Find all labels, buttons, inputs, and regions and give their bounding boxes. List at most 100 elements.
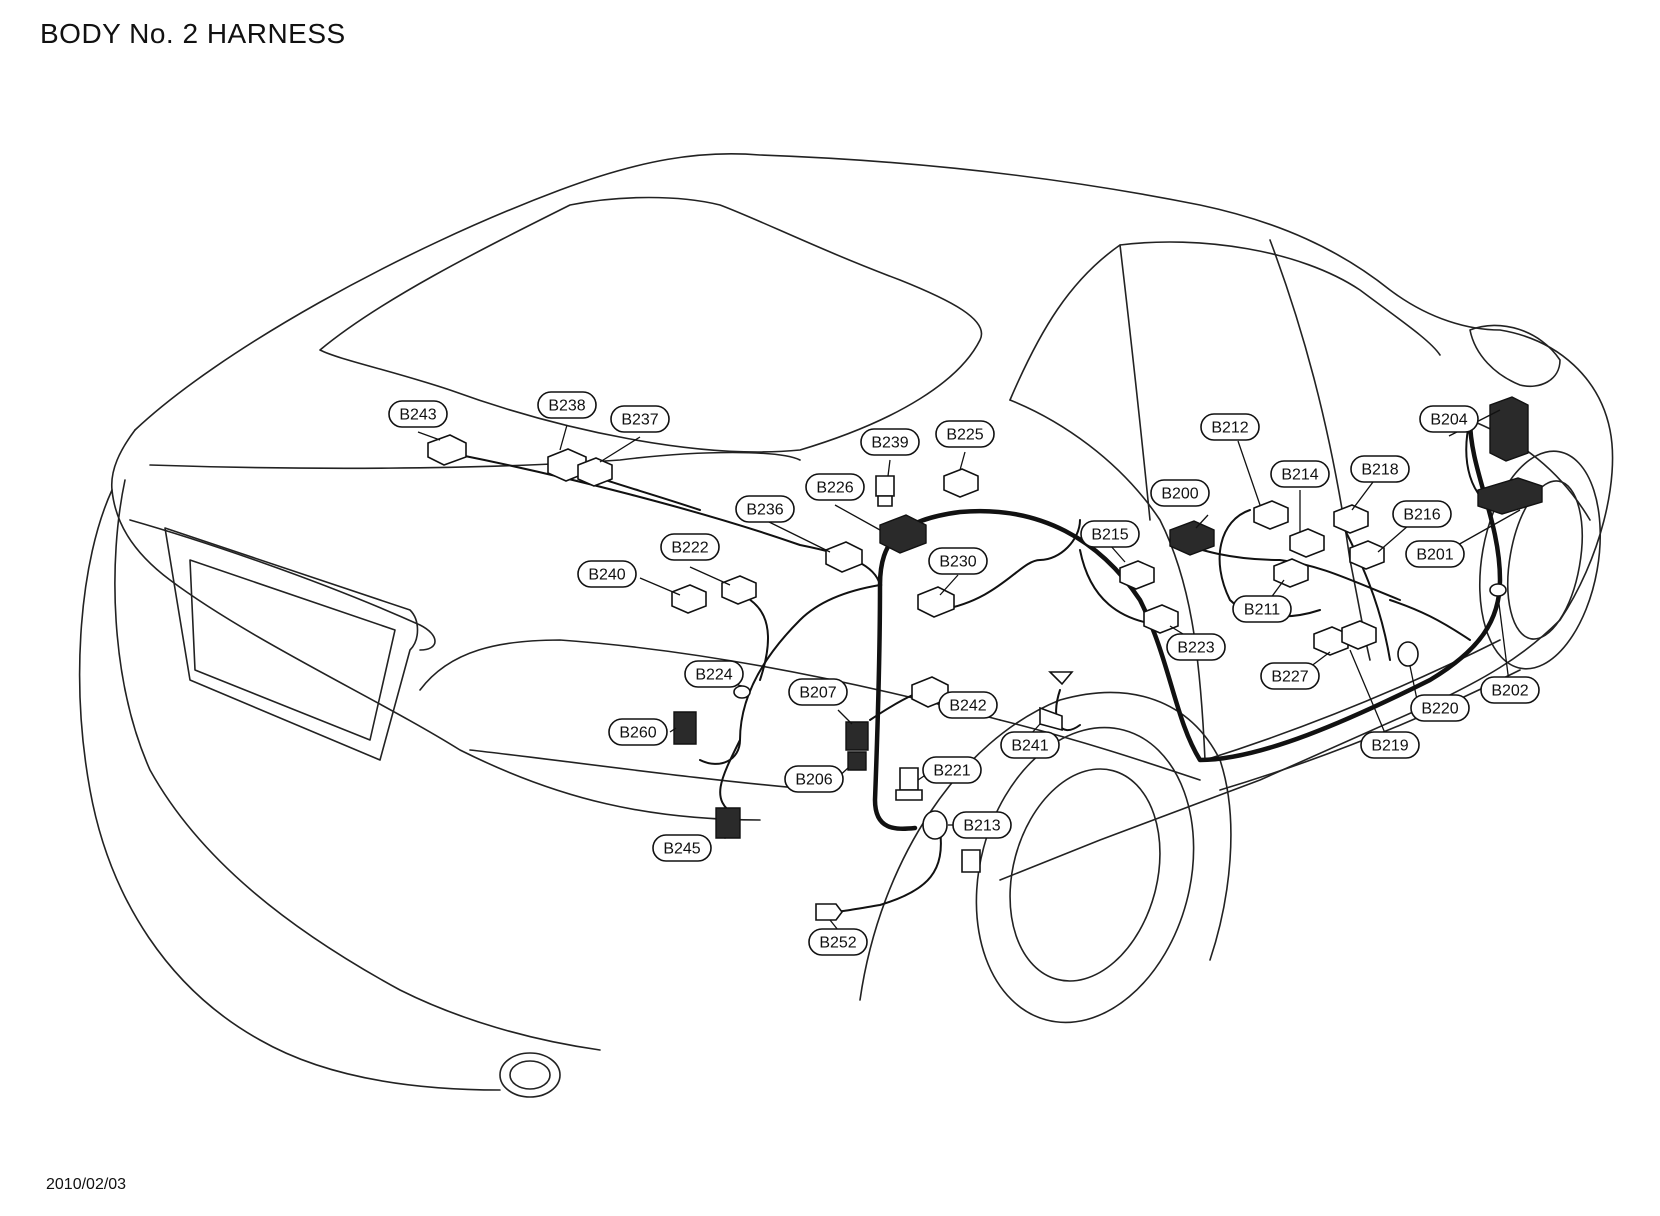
connector-tag-box xyxy=(684,660,744,688)
connector-tag-label: B260 xyxy=(619,725,656,742)
connector-tag-label: B225 xyxy=(946,427,983,444)
connector-tag-box xyxy=(1270,460,1330,488)
connector-tag-label: B241 xyxy=(1011,738,1048,755)
connector-tag-b260: B260 xyxy=(608,718,668,746)
connector-tag-b218: B218 xyxy=(1350,455,1410,483)
connector-tag-label: B242 xyxy=(949,698,986,715)
connector-tag-label: B211 xyxy=(1244,602,1280,619)
connector-tag-box xyxy=(788,678,848,706)
connector-tag-box xyxy=(928,547,988,575)
connector-tag-label: B227 xyxy=(1271,669,1308,686)
connector-tag-b252: B252 xyxy=(808,928,868,956)
connector-tag-label: B206 xyxy=(795,772,832,789)
connector-tag-box xyxy=(938,691,998,719)
connector-tag-b213: B213 xyxy=(952,811,1012,839)
connector-tag-box xyxy=(660,533,720,561)
connector-tag-b212: B212 xyxy=(1200,413,1260,441)
connector-tag-label: B221 xyxy=(933,763,970,780)
connector-tag-box xyxy=(577,560,637,588)
connector-tag-b226: B226 xyxy=(805,473,865,501)
connector-tag-b222: B222 xyxy=(660,533,720,561)
connector-tag-label: B215 xyxy=(1091,527,1128,544)
connector-tag-box xyxy=(952,811,1012,839)
connector-tag-b230: B230 xyxy=(928,547,988,575)
connector-tag-box xyxy=(1350,455,1410,483)
connector-tag-box xyxy=(1150,479,1210,507)
connector-tag-b238: B238 xyxy=(537,391,597,419)
connector-tag-b245: B245 xyxy=(652,834,712,862)
connector-tag-box xyxy=(1360,731,1420,759)
connector-tag-box xyxy=(1392,500,1452,528)
connector-tag-box xyxy=(388,400,448,428)
connector-tag-b221: B221 xyxy=(922,756,982,784)
connector-tag-b240: B240 xyxy=(577,560,637,588)
connector-tag-box xyxy=(1000,731,1060,759)
connector-tag-label: B222 xyxy=(671,540,708,557)
connector-tag-b216: B216 xyxy=(1392,500,1452,528)
connector-tag-label: B212 xyxy=(1211,420,1248,437)
connector-tag-label: B220 xyxy=(1421,701,1458,718)
connector-tag-label: B224 xyxy=(695,667,732,684)
connector-tag-box xyxy=(1232,595,1292,623)
connector-tag-b241: B241 xyxy=(1000,731,1060,759)
connector-tag-label: B245 xyxy=(663,841,700,858)
connector-tag-b211: B211 xyxy=(1232,595,1292,623)
connector-tag-b227: B227 xyxy=(1260,662,1320,690)
connector-tag-box xyxy=(805,473,865,501)
connector-tag-box xyxy=(1419,405,1479,433)
connector-tag-label: B201 xyxy=(1416,547,1453,564)
connector-tag-label: B237 xyxy=(621,412,658,429)
diagram-date: 2010/02/03 xyxy=(46,1176,127,1193)
connector-tag-b200: B200 xyxy=(1150,479,1210,507)
connector-tag-box xyxy=(610,405,670,433)
connector-tag-box xyxy=(1200,413,1260,441)
connector-tag-label: B252 xyxy=(819,935,856,952)
connector-tag-label: B213 xyxy=(963,818,1000,835)
diagram-title: BODY No. 2 HARNESS xyxy=(40,18,346,49)
connector-tag-b204: B204 xyxy=(1419,405,1479,433)
connector-tag-box xyxy=(860,428,920,456)
connector-tag-box xyxy=(1405,540,1465,568)
connector-tag-label: B243 xyxy=(399,407,436,424)
connector-tag-box xyxy=(1410,694,1470,722)
connector-tag-b237: B237 xyxy=(610,405,670,433)
connector-tag-b215: B215 xyxy=(1080,520,1140,548)
connector-tag-b224: B224 xyxy=(684,660,744,688)
connector-tag-label: B218 xyxy=(1361,462,1398,479)
connector-tag-b223: B223 xyxy=(1166,633,1226,661)
connector-tag-box xyxy=(784,765,844,793)
connector-tag-label: B207 xyxy=(799,685,836,702)
connector-tag-label: B226 xyxy=(816,480,853,497)
connector-tag-box xyxy=(935,420,995,448)
connector-tag-b202: B202 xyxy=(1480,676,1540,704)
connector-tag-label: B219 xyxy=(1371,738,1408,755)
connector-tag-b243: B243 xyxy=(388,400,448,428)
connector-tag-box xyxy=(652,834,712,862)
car-body xyxy=(78,153,1614,1098)
connector-tag-label: B239 xyxy=(871,435,908,452)
connector-tag-b242: B242 xyxy=(938,691,998,719)
connector-tag-b220: B220 xyxy=(1410,694,1470,722)
connector-tag-box xyxy=(1166,633,1226,661)
connector-tag-label: B216 xyxy=(1403,507,1440,524)
connector-tag-label: B238 xyxy=(548,398,585,415)
connector-tag-box xyxy=(808,928,868,956)
connector-tag-box xyxy=(537,391,597,419)
connector-tag-b201: B201 xyxy=(1405,540,1465,568)
connector-tag-b206: B206 xyxy=(784,765,844,793)
connector-tag-box xyxy=(1260,662,1320,690)
connector-shapes xyxy=(427,396,1543,921)
connector-tag-box xyxy=(735,495,795,523)
connector-tag-box xyxy=(922,756,982,784)
connector-tag-label: B204 xyxy=(1430,412,1467,429)
connector-tag-box xyxy=(1080,520,1140,548)
connector-tag-label: B200 xyxy=(1161,486,1198,503)
connector-tag-label: B230 xyxy=(939,554,976,571)
connector-tag-b207: B207 xyxy=(788,678,848,706)
connector-tag-box xyxy=(608,718,668,746)
connector-tag-b236: B236 xyxy=(735,495,795,523)
connector-tag-label: B214 xyxy=(1281,467,1318,484)
connector-tag-label: B240 xyxy=(588,567,625,584)
